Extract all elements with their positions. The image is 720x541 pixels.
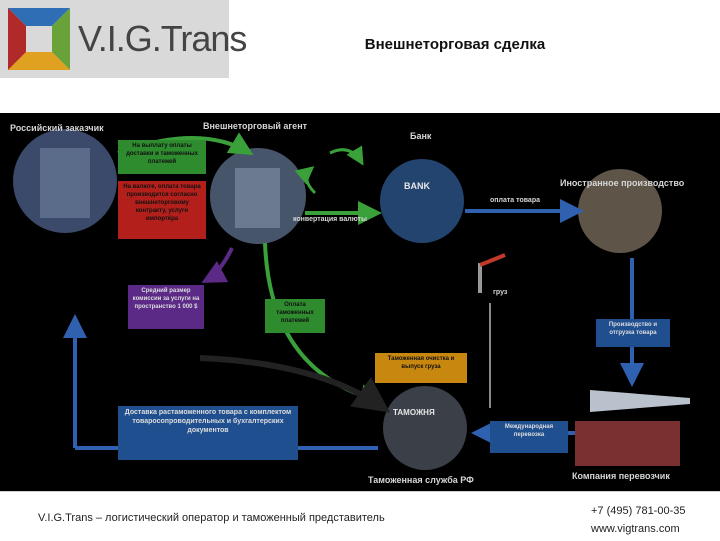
trucks-image	[575, 421, 680, 466]
page-title: Внешнеторговая сделка	[364, 36, 546, 53]
foreign-production-label: Иностранное производство	[560, 178, 685, 188]
box-production-shipment: Производство и отгрузка товара	[596, 319, 670, 347]
box-delivery-documents: Доставка растаможенного товара с комплек…	[118, 406, 298, 460]
box-commission: Средний размер комиссии за услуги на про…	[128, 285, 204, 329]
diagram-graphics	[13, 129, 690, 470]
box-goods-payment: На валюте, оплата товара производится со…	[118, 181, 206, 239]
box-international-carriage: Международная перевозка	[490, 421, 568, 453]
logo-icon	[8, 8, 70, 70]
bank-sign: BANK	[404, 181, 430, 191]
trade-deal-diagram: Российский заказчик Внешнеторговый агент…	[0, 113, 720, 491]
footer	[0, 491, 720, 541]
footer-company: V.I.G.Trans – логистический оператор и т…	[38, 512, 385, 524]
bank-image	[380, 159, 464, 243]
logo-text: V.I.G.Trans	[78, 18, 247, 59]
customer-label: Российский заказчик	[10, 123, 104, 133]
box-delivery-payment: На выплату оплаты доставки и таможенных …	[118, 140, 206, 174]
carrier-label: Компания перевозчик	[572, 471, 670, 481]
footer-phone: +7 (495) 781-00-35	[591, 505, 686, 517]
box-customs-clearance: Таможенная очистка и выпуск груза	[375, 353, 467, 383]
box-customs-payments: Оплата таможенных платежей	[265, 299, 325, 333]
customs-sign: ТАМОЖНЯ	[393, 408, 435, 417]
cargo-label: груз	[493, 289, 508, 296]
currency-conversion-label: конвертация валюты	[293, 216, 367, 223]
footer-contacts: +7 (495) 781-00-35 www.vigtrans.com	[591, 502, 685, 538]
airplane-image	[590, 390, 690, 412]
customs-service-label: Таможенная служба РФ	[368, 475, 474, 485]
customs-image	[383, 386, 467, 470]
agent-label: Внешнеторговый агент	[203, 121, 308, 131]
footer-website[interactable]: www.vigtrans.com	[591, 523, 680, 535]
factory-image	[578, 169, 662, 253]
logo: V.I.G.Trans	[0, 0, 247, 78]
goods-payment-label: оплата товара	[490, 197, 540, 204]
bank-label: Банк	[410, 131, 432, 141]
